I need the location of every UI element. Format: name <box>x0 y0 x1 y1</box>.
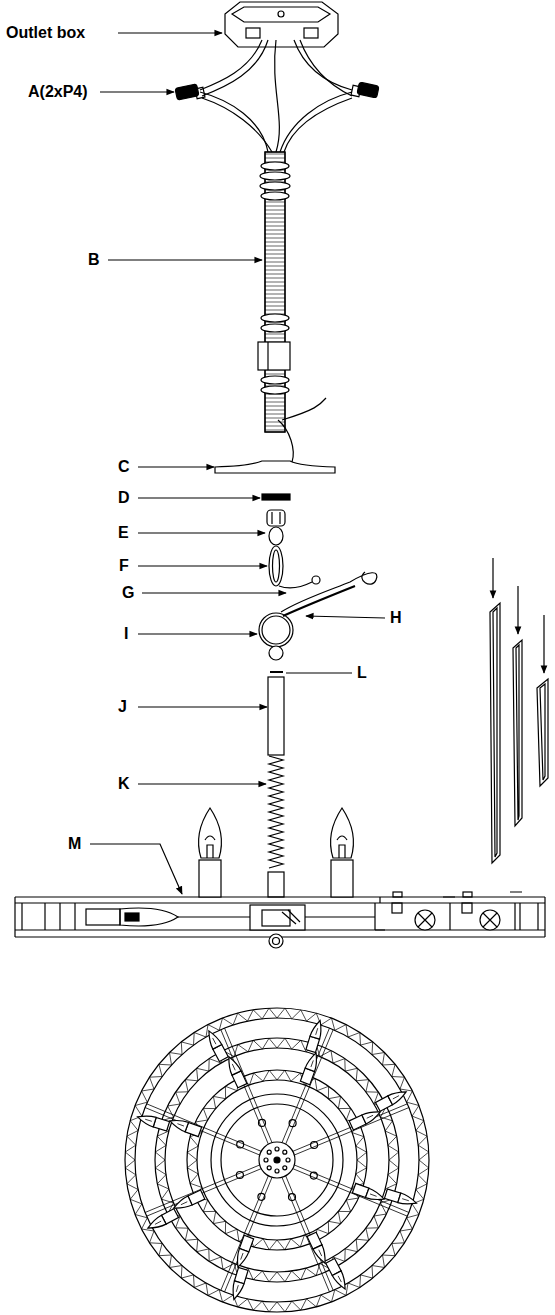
candle-bulb <box>198 808 353 897</box>
callout-letter: I <box>122 624 130 644</box>
callout-letter: A(2xP4) <box>26 82 90 102</box>
spring-coil <box>269 756 283 868</box>
chandelier-body <box>15 872 545 948</box>
washer <box>262 494 290 500</box>
hanging-rod <box>258 152 326 462</box>
callout-letter: K <box>116 774 132 794</box>
canopy <box>215 461 335 473</box>
sleeve <box>268 677 284 755</box>
callout-letter: L <box>355 663 369 683</box>
nut <box>270 671 283 673</box>
loop-nut <box>267 510 285 545</box>
callout-letter: C <box>116 457 132 477</box>
part-label: Outlet box <box>4 23 87 43</box>
callout-letter: D <box>116 488 132 508</box>
callout-letter: G <box>120 583 136 603</box>
callout-letter: H <box>388 608 404 628</box>
crystal-panel <box>490 558 548 863</box>
plan-view <box>125 1008 429 1312</box>
hanging-ring <box>259 613 293 660</box>
ground-wire <box>279 572 377 616</box>
callout-letter: E <box>116 523 131 543</box>
supply-wires <box>200 40 352 152</box>
callout-letter: B <box>86 250 102 270</box>
wire-connector <box>175 82 379 100</box>
callout-letter: M <box>66 834 83 854</box>
chain-link <box>269 546 283 586</box>
outlet-box <box>225 2 338 47</box>
leader-line <box>90 33 385 894</box>
callout-letter: J <box>116 697 129 717</box>
callout-letter: F <box>117 556 131 576</box>
